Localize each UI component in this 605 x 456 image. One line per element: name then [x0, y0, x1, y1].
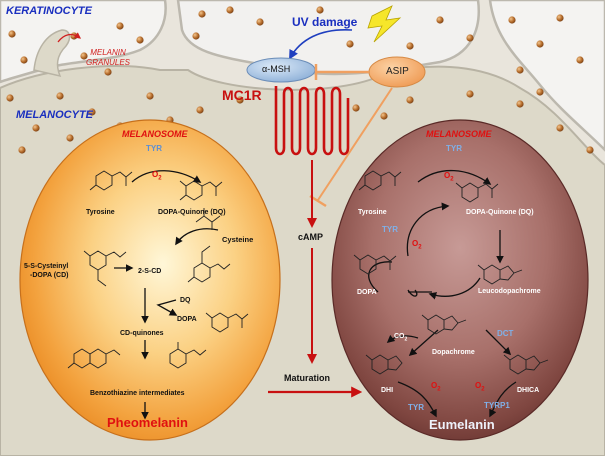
melanin-granule: [586, 146, 594, 154]
melanin-granule: [516, 100, 524, 108]
melanin-granule: [536, 88, 544, 96]
cysteine-label: Cysteine: [222, 235, 254, 244]
melanin-granule: [536, 40, 544, 48]
benzothiazine-label: Benzothiazine intermediates: [90, 390, 185, 397]
asip-label: ASIP: [386, 66, 409, 77]
melanin-granule: [6, 94, 14, 102]
tyr-enzyme-right-top: TYR: [446, 144, 462, 153]
melanin-granule: [80, 52, 88, 60]
melanin-granule: [104, 68, 112, 76]
uv-damage-arrow: [289, 29, 353, 60]
melanin-granule: [236, 96, 244, 104]
melanin-granule: [466, 90, 474, 98]
dopachrome-label: Dopachrome: [432, 349, 475, 356]
melanin-granule: [380, 112, 388, 120]
tyr-enzyme-right-bottom: TYR: [408, 403, 424, 412]
molecule-structures: [67, 170, 549, 375]
melanosome-right-title: MELANOSOME: [426, 129, 492, 139]
co2-label: CO2: [394, 333, 408, 343]
uv-lightning-icon: [367, 5, 402, 43]
keratinocyte-label: KERATINOCYTE: [6, 5, 92, 17]
mc1r-receptor: [274, 86, 350, 156]
o2-right-top: O2: [444, 171, 454, 183]
dq-label: DQ: [180, 297, 191, 304]
dhica-label: DHICA: [517, 387, 540, 394]
melanosome-eumelanin: [331, 119, 589, 441]
melanin-granule: [406, 42, 414, 50]
dct-enzyme: DCT: [497, 329, 514, 338]
scd-label: 2-S-CD: [138, 268, 162, 275]
melanin-granule: [556, 14, 564, 22]
o2-right-dhi: O2: [431, 381, 441, 393]
melanin-granule: [466, 34, 474, 42]
maturation-label: Maturation: [284, 373, 330, 383]
cd-quinones-label: CD-quinones: [120, 330, 164, 337]
dopaquinone-left-label: DOPA-Quinone (DQ): [158, 209, 226, 216]
melanin-granule: [352, 104, 360, 112]
melanin-granule: [116, 22, 124, 30]
o2-right-dhica: O2: [475, 381, 485, 393]
melanin-granule: [198, 10, 206, 18]
dopa-right-label: DOPA: [357, 289, 377, 296]
melanin-granule: [56, 92, 64, 100]
melanin-granule: [20, 56, 28, 64]
melanin-granule: [256, 18, 264, 26]
melanin-granules-label: MELANIN GRANULES: [86, 48, 131, 67]
melanin-granule: [8, 30, 16, 38]
melanin-granule: [406, 96, 414, 104]
pheomelanin-label: Pheomelanin: [107, 415, 188, 430]
leucodopachrome-label: Leucodopachrome: [478, 288, 541, 295]
melanin-granule: [346, 40, 354, 48]
melanin-granule: [32, 124, 40, 132]
alpha-msh-label: α-MSH: [262, 64, 291, 74]
keratinocyte-cell-right: [488, 0, 605, 152]
melanin-granule: [18, 146, 26, 154]
left-pathway-arrows: [114, 170, 219, 420]
melanin-granule: [556, 124, 564, 132]
asip-maturation-line: [317, 87, 393, 201]
tyrosine-left-label: Tyrosine: [86, 209, 115, 216]
o2-left: O2: [152, 170, 162, 182]
melanocyte-label: MELANOCYTE: [16, 109, 93, 121]
granule-transfer-arrow: [57, 32, 82, 43]
melanin-granule: [196, 106, 204, 114]
melanin-granule: [192, 32, 200, 40]
cysteinyl-dopa-label-2: -DOPA (CD): [30, 272, 69, 279]
melanin-granule: [576, 56, 584, 64]
dopa-left-label: DOPA: [177, 316, 197, 323]
tyrp1-enzyme: TYRP1: [484, 401, 510, 410]
tyrosine-right-label: Tyrosine: [358, 209, 387, 216]
o2-right-mid: O2: [412, 239, 422, 251]
melanin-granule: [146, 92, 154, 100]
mc1r-label: MC1R: [222, 87, 262, 103]
dhi-label: DHI: [381, 387, 394, 394]
camp-label: cAMP: [298, 232, 324, 242]
melanosome-pheomelanin: [19, 119, 281, 441]
melanin-granule: [88, 108, 96, 116]
melanin-granules: [6, 6, 594, 154]
right-pathway-arrows: [368, 169, 517, 418]
melanin-granule: [226, 6, 234, 14]
melanin-granule: [508, 16, 516, 24]
melanin-granule: [66, 134, 74, 142]
melanosome-left-title: MELANOSOME: [122, 129, 188, 139]
tyr-enzyme-left: TYR: [146, 144, 162, 153]
melanocyte-dendrite: [33, 29, 71, 78]
melanin-granule: [316, 6, 324, 14]
tyr-enzyme-right-mid: TYR: [382, 225, 398, 234]
melanin-granule: [516, 66, 524, 74]
cysteinyl-dopa-label-1: 5-S-Cysteinyl: [24, 263, 69, 270]
dopaquinone-right-label: DOPA-Quinone (DQ): [466, 209, 534, 216]
melanin-granule: [436, 16, 444, 24]
eumelanin-label: Eumelanin: [429, 417, 495, 432]
uv-damage-label: UV damage: [292, 15, 358, 29]
melanin-granule: [136, 36, 144, 44]
